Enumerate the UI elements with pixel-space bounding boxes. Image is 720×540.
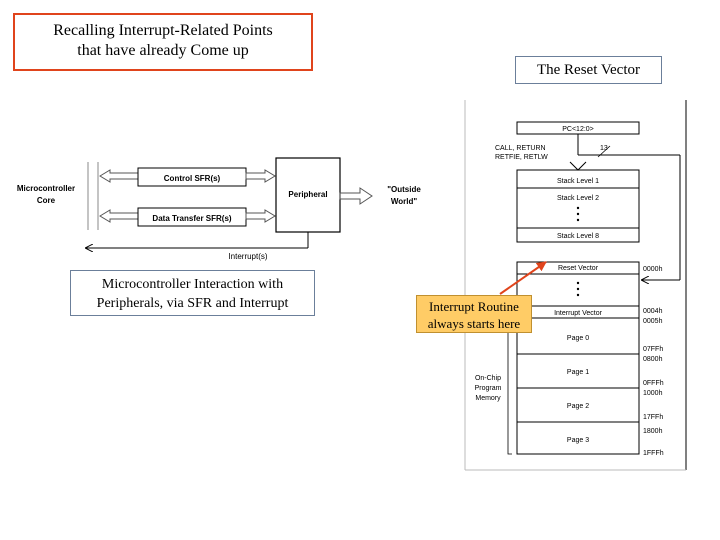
stack-level-8: Stack Level 8 (557, 233, 599, 240)
page-0-cell: Page 0 (567, 335, 589, 342)
address-0005: 0005h (643, 318, 663, 325)
reset-vector-box: The Reset Vector (515, 56, 662, 84)
onchip-bracket (507, 317, 512, 455)
interrupt-callout-arrow (499, 261, 547, 295)
core-label-1: Microcontroller (17, 184, 75, 193)
caption-line-1: Microcontroller Interaction with (101, 277, 284, 292)
onchip-label-1: On-Chip (475, 375, 501, 382)
stack-ellipsis-dot (576, 218, 580, 222)
memory-ellipsis-dot (576, 281, 580, 285)
interrupts-label: Interrupt(s) (228, 252, 267, 261)
title-box: Recalling Interrupt-Related Points that … (13, 13, 313, 71)
interrupt-note-line-2: always starts here (427, 316, 521, 331)
data-arrow-right (245, 209, 276, 223)
program-memory-box (516, 261, 640, 455)
control-sfr-label: Control SFR(s) (164, 174, 221, 183)
interrupt-routine-note: Interrupt Routine always starts here (416, 295, 532, 333)
memory-ellipsis-dot (576, 293, 580, 297)
call-label-1: CALL, RETURN (495, 145, 546, 152)
outside-label-2: World" (391, 197, 418, 206)
address-1fff: 1FFFh (643, 450, 664, 457)
pc-stack-arrow (569, 161, 587, 171)
control-arrow-left (99, 169, 139, 183)
pc-label: PC<12:0> (562, 126, 594, 133)
stack-level-2: Stack Level 2 (557, 195, 599, 202)
stack-level-1: Stack Level 1 (557, 178, 599, 185)
address-1800: 1800h (643, 428, 663, 435)
caption-box: Microcontroller Interaction with Periphe… (70, 270, 315, 316)
outside-label-1: "Outside (387, 185, 421, 194)
program-memory-map: PC<12:0> CALL, RETURN RETFIE, RETLW 13 S… (464, 100, 687, 471)
outside-arrow (339, 187, 373, 205)
interrupt-note-line-1: Interrupt Routine (429, 299, 519, 314)
caption-line-2: Peripherals, via SFR and Interrupt (96, 296, 289, 311)
title-line-2: that have already Come up (77, 42, 249, 59)
memory-ellipsis-dot (576, 287, 580, 291)
page-2-cell: Page 2 (567, 403, 589, 410)
peripheral-block-diagram: Microcontroller Core Control SFR(s) Data… (17, 157, 421, 261)
onchip-label-3: Memory (475, 395, 501, 402)
address-1000: 1000h (643, 390, 663, 397)
peripheral-label: Peripheral (288, 190, 327, 199)
bit-width-label: 13 (600, 145, 608, 152)
address-17ff: 17FFh (643, 414, 663, 421)
stack-ellipsis-dot (576, 206, 580, 210)
onchip-label-2: Program (475, 385, 502, 392)
call-label-2: RETFIE, RETLW (495, 154, 548, 161)
data-arrow-left (99, 209, 139, 223)
address-0fff: 0FFFh (643, 380, 664, 387)
stack-box (516, 169, 640, 243)
reset-vector-cell: Reset Vector (558, 265, 599, 272)
interrupt-vector-cell: Interrupt Vector (554, 310, 603, 317)
reset-vector-label: The Reset Vector (536, 62, 641, 78)
title-line-1: Recalling Interrupt-Related Points (53, 22, 273, 39)
page-3-cell: Page 3 (567, 437, 589, 444)
core-label-2: Core (37, 196, 56, 205)
page-1-cell: Page 1 (567, 369, 589, 376)
data-sfr-label: Data Transfer SFR(s) (152, 214, 231, 223)
stack-ellipsis-dot (576, 212, 580, 216)
address-0004: 0004h (643, 308, 663, 315)
address-07ff: 07FFh (643, 346, 663, 353)
control-arrow-right (245, 169, 276, 183)
address-0000: 0000h (643, 266, 663, 273)
address-0800: 0800h (643, 356, 663, 363)
